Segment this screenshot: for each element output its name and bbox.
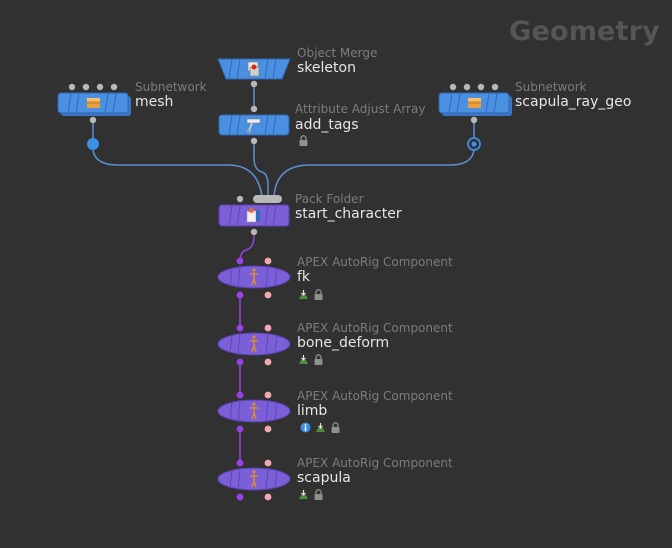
node-name-label[interactable]: add_tags <box>295 117 359 133</box>
node-name-label[interactable]: mesh <box>135 94 174 110</box>
node-type-label: APEX AutoRig Component <box>297 389 453 403</box>
output-connector[interactable] <box>250 80 258 88</box>
node-type-label: APEX AutoRig Component <box>297 255 453 269</box>
input-connector[interactable] <box>250 105 258 113</box>
display-flag[interactable] <box>87 138 99 150</box>
node-type-label: Subnetwork <box>135 80 207 94</box>
subnetwork-box-icon <box>468 98 481 108</box>
output-connector[interactable] <box>470 116 478 124</box>
pack-folder-icon <box>246 207 260 223</box>
input-connector-secondary[interactable] <box>264 257 272 265</box>
node-name-label[interactable]: fk <box>297 269 311 285</box>
output-connector[interactable] <box>236 425 244 433</box>
object-merge-icon <box>247 61 260 77</box>
node-badges <box>298 489 324 500</box>
node-skeleton[interactable] <box>217 58 291 88</box>
wire-start_character-to-fk[interactable] <box>239 235 255 263</box>
node-type-label: APEX AutoRig Component <box>297 321 453 335</box>
node-badges <box>298 289 324 300</box>
input-connector[interactable] <box>236 257 244 265</box>
output-connector-secondary[interactable] <box>264 493 272 501</box>
rig-figure-icon <box>250 268 258 286</box>
output-connector[interactable] <box>89 116 97 124</box>
node-name-label[interactable]: limb <box>297 403 328 419</box>
rig-figure-icon <box>250 402 258 420</box>
node-type-label: Pack Folder <box>295 192 364 206</box>
output-connector[interactable] <box>236 493 244 501</box>
input-connector[interactable] <box>236 195 244 203</box>
subnetwork-inputs[interactable] <box>68 83 118 91</box>
node-name-label[interactable]: skeleton <box>297 60 356 76</box>
lock-icon <box>314 289 323 300</box>
input-connector-secondary[interactable] <box>264 459 272 467</box>
rig-figure-icon <box>250 335 258 353</box>
attribute-adjust-icon <box>246 118 261 133</box>
output-connector[interactable] <box>236 291 244 299</box>
network-context-title: Geometry <box>509 16 660 47</box>
node-name-label[interactable]: scapula_ray_geo <box>515 94 632 110</box>
output-connector-secondary[interactable] <box>264 425 272 433</box>
lock-icon <box>314 489 323 500</box>
input-connector[interactable] <box>236 391 244 399</box>
node-badges <box>298 135 309 146</box>
info-icon[interactable] <box>300 422 311 433</box>
rig-badge-icon <box>299 290 308 299</box>
input-connector[interactable] <box>236 459 244 467</box>
lock-icon <box>331 422 340 433</box>
rig-figure-icon <box>250 470 258 488</box>
lock-icon <box>314 354 323 365</box>
node-fk[interactable] <box>217 257 291 299</box>
output-connector-secondary[interactable] <box>264 358 272 366</box>
node-add_tags[interactable] <box>218 105 290 145</box>
output-connector[interactable] <box>250 137 258 145</box>
node-badges <box>298 354 324 365</box>
rig-badge-icon <box>316 423 325 432</box>
node-type-label: Object Merge <box>297 46 378 60</box>
subnetwork-inputs[interactable] <box>449 83 499 91</box>
node-type-label: Subnetwork <box>515 80 587 94</box>
input-connector[interactable] <box>236 324 244 332</box>
node-badges <box>300 422 341 433</box>
wire-add_tags-to-start_character[interactable] <box>253 142 269 197</box>
wire-mesh-to-start_character[interactable] <box>92 149 263 198</box>
node-name-label[interactable]: scapula <box>297 470 351 486</box>
input-connector-secondary[interactable] <box>264 391 272 399</box>
output-connector[interactable] <box>236 358 244 366</box>
rig-badge-icon <box>299 490 308 499</box>
node-scapula[interactable] <box>217 459 291 501</box>
lock-icon <box>299 135 308 146</box>
multi-input-connector[interactable] <box>253 195 282 203</box>
node-limb[interactable] <box>217 391 291 433</box>
node-name-label[interactable]: bone_deform <box>297 335 390 351</box>
template-flag[interactable] <box>467 137 481 151</box>
output-connector-secondary[interactable] <box>264 291 272 299</box>
wire-scapula_ray_geo-to-start_character[interactable] <box>273 149 475 198</box>
node-type-label: Attribute Adjust Array <box>295 102 426 116</box>
input-connector-secondary[interactable] <box>264 324 272 332</box>
subnetwork-box-icon <box>87 98 100 108</box>
node-name-label[interactable]: start_character <box>295 206 402 222</box>
output-connector[interactable] <box>250 228 258 236</box>
node-scapula_ray_geo[interactable] <box>438 83 512 151</box>
rig-badge-icon <box>299 355 308 364</box>
node-type-label: APEX AutoRig Component <box>297 456 453 470</box>
node-start_character[interactable] <box>218 195 290 236</box>
node-mesh[interactable] <box>57 83 131 150</box>
node-bone_deform[interactable] <box>217 324 291 366</box>
